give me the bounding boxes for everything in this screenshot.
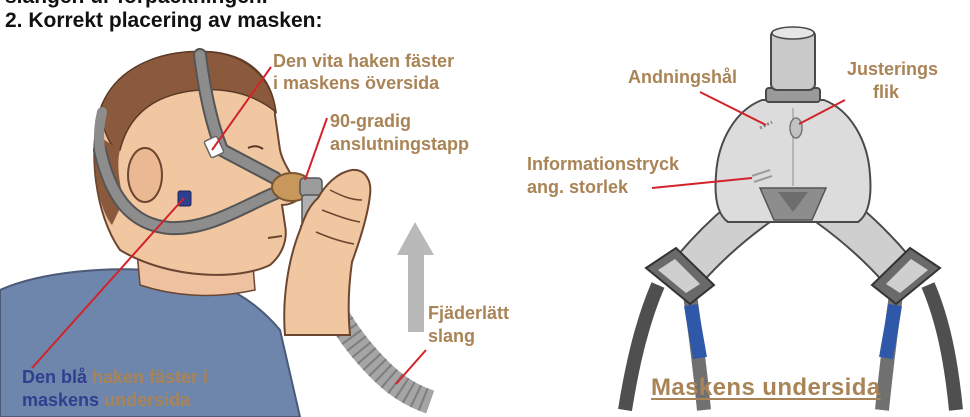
label-breathing-holes: Andningshål (628, 66, 737, 88)
label-size-info-line1: Informationstryck (527, 153, 679, 175)
label-white-hook-line1: Den vita haken fäster (273, 50, 454, 72)
right-blue-segment (886, 305, 895, 358)
man-illustration (0, 51, 434, 417)
right-outer-strap (928, 285, 956, 410)
label-blue-hook-part4: undersida (104, 390, 190, 410)
connector-opening (772, 27, 814, 39)
label-size-info-line2: ang. storlek (527, 176, 628, 198)
label-elbow-line2: anslutningstapp (330, 133, 469, 155)
label-blue-hook-line1: Den blå haken fäster i (22, 366, 208, 388)
section-title: 2. Korrekt placering av masken: (5, 8, 322, 34)
label-elbow-line1: 90-gradig (330, 110, 411, 132)
label-blue-hook-line2: maskens undersida (22, 389, 190, 411)
leader-elbow (305, 118, 327, 180)
label-blue-hook-part2: haken fäster i (92, 367, 208, 387)
label-tube-line2: slang (428, 325, 475, 347)
left-blue-segment (691, 305, 700, 358)
label-blue-hook-part1: Den blå (22, 367, 87, 387)
figure-caption: Maskens undersida (651, 374, 881, 402)
label-white-hook-line2: i maskens översida (273, 72, 439, 94)
label-adjust-tab-line1: Justerings (847, 58, 938, 80)
headgear-back-strap (99, 112, 102, 150)
label-blue-hook-part3: maskens (22, 390, 99, 410)
label-tube-line1: Fjäderlätt (428, 302, 509, 324)
leader-tube (396, 350, 426, 384)
adjustment-tab (790, 118, 802, 138)
ear (128, 148, 162, 202)
elbow-connector (300, 178, 322, 196)
label-adjust-tab-line2: flik (873, 81, 899, 103)
